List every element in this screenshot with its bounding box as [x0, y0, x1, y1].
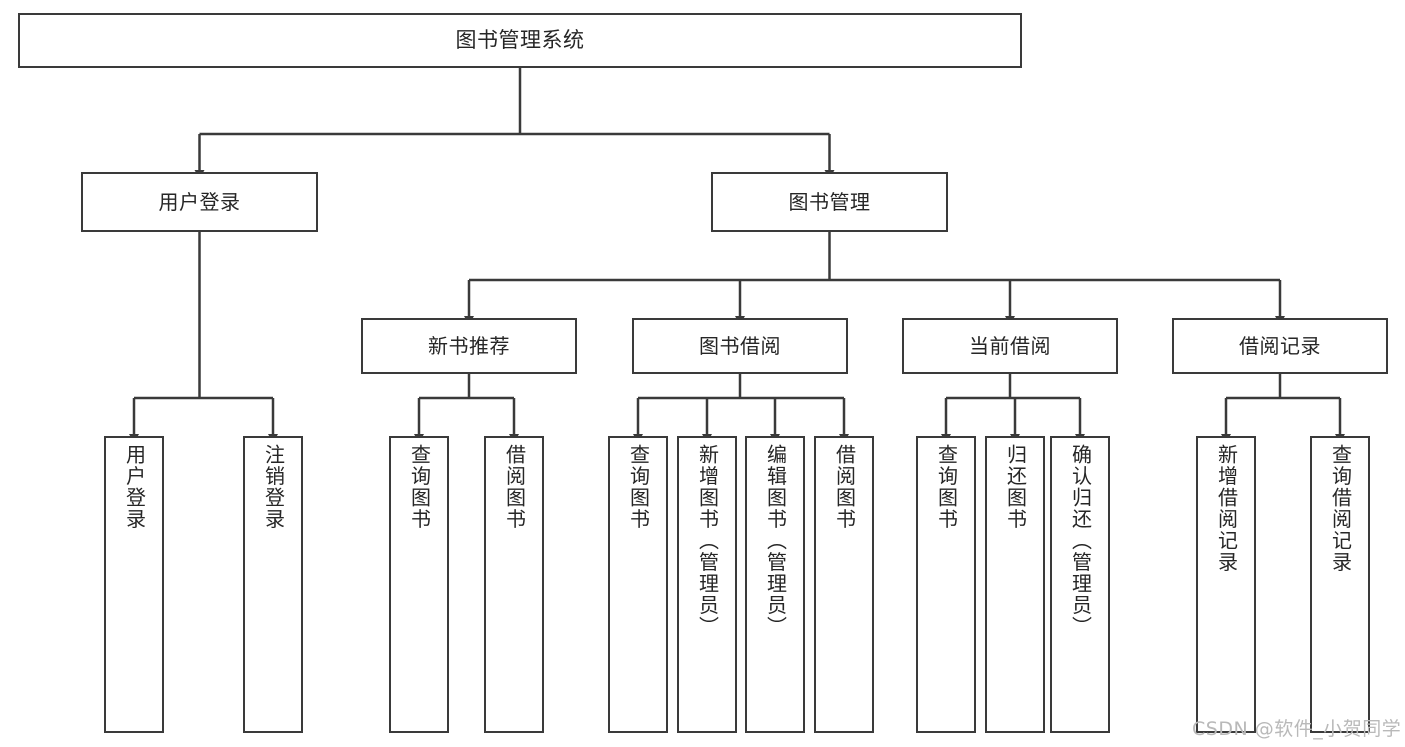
node-label: 新增借阅记录 [1214, 444, 1239, 573]
node-l1[interactable]: 用户登录 [104, 436, 164, 733]
node-login[interactable]: 用户登录 [81, 172, 318, 232]
node-root[interactable]: 图书管理系统 [18, 13, 1022, 68]
node-l13[interactable]: 查询借阅记录 [1310, 436, 1370, 733]
node-label: 用户登录 [158, 189, 241, 214]
node-l8[interactable]: 借阅图书 [814, 436, 874, 733]
node-label: 图书借阅 [699, 333, 781, 358]
node-label: 当前借阅 [969, 333, 1051, 358]
node-l12[interactable]: 新增借阅记录 [1196, 436, 1256, 733]
node-label: 借阅图书 [502, 444, 527, 530]
node-label: 查询图书 [934, 444, 959, 530]
node-l3[interactable]: 查询图书 [389, 436, 449, 733]
node-newbook[interactable]: 新书推荐 [361, 318, 577, 374]
edge-group [129, 68, 1345, 443]
node-label: 查询图书 [626, 444, 651, 530]
node-label: 新增图书（管理员） [695, 444, 720, 638]
node-label: 图书管理 [788, 189, 871, 214]
node-label: 注销登录 [261, 444, 286, 530]
node-records[interactable]: 借阅记录 [1172, 318, 1388, 374]
watermark-text: CSDN @软件_小贺同学 [1192, 718, 1402, 740]
node-l7[interactable]: 编辑图书（管理员） [745, 436, 805, 733]
node-current[interactable]: 当前借阅 [902, 318, 1118, 374]
node-label: 用户登录 [122, 444, 147, 530]
node-l6[interactable]: 新增图书（管理员） [677, 436, 737, 733]
node-l9[interactable]: 查询图书 [916, 436, 976, 733]
node-l11[interactable]: 确认归还（管理员） [1050, 436, 1110, 733]
node-borrow[interactable]: 图书借阅 [632, 318, 848, 374]
node-l4[interactable]: 借阅图书 [484, 436, 544, 733]
node-label: 图书管理系统 [455, 27, 585, 52]
node-label: 编辑图书（管理员） [763, 444, 788, 638]
node-l5[interactable]: 查询图书 [608, 436, 668, 733]
node-l10[interactable]: 归还图书 [985, 436, 1045, 733]
node-label: 确认归还（管理员） [1068, 444, 1093, 638]
node-bookmgmt[interactable]: 图书管理 [711, 172, 948, 232]
node-label: 查询图书 [407, 444, 432, 530]
node-l2[interactable]: 注销登录 [243, 436, 303, 733]
node-label: 新书推荐 [428, 333, 510, 358]
node-label: 借阅图书 [832, 444, 857, 530]
node-label: 借阅记录 [1239, 333, 1321, 358]
node-label: 归还图书 [1003, 444, 1028, 530]
node-label: 查询借阅记录 [1328, 444, 1353, 573]
